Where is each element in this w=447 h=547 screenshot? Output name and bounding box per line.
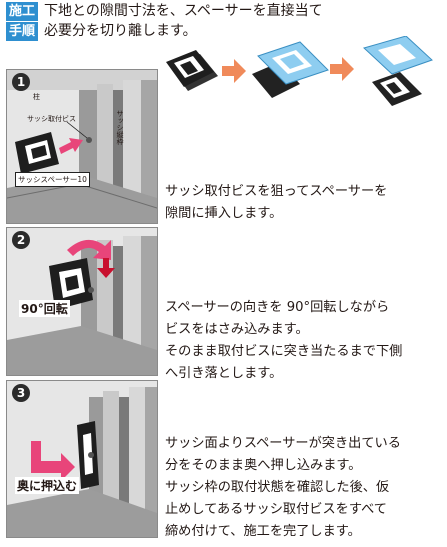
- step2-illustration: 2 90°回転: [6, 227, 158, 376]
- label-spacer: サッシスペーサー10: [15, 172, 90, 187]
- step2-desc-line4: へ引き落とします。: [165, 366, 283, 381]
- step3-desc-line2: 分をそのまま奥へ押し込みます。: [165, 458, 362, 473]
- step3-desc-line4: 止めしてあるサッシ取付ビスをすべて: [165, 502, 387, 517]
- procedure-tag-line2: 手順: [6, 22, 38, 41]
- step2-desc-line1: スペーサーの向きを 90°回転しながら: [165, 300, 390, 315]
- rotate-arrow-icon: [67, 239, 111, 260]
- step-arrow-icon-2: [330, 57, 354, 81]
- spacer-separated-icon: [363, 36, 433, 106]
- insert-arrow-icon: [59, 138, 83, 154]
- step2-desc-line3: そのまま取付ビスに突き当たるまで下側: [165, 344, 403, 359]
- step1-desc-line2: 隙間に挿入します。: [165, 206, 283, 221]
- spacer-cutting-icon: [252, 41, 329, 98]
- step3-illustration: 3 奥に押込む: [6, 380, 158, 538]
- step3-desc-line5: 締め付けて、施工を完了します。: [165, 524, 361, 539]
- step3-number: 3: [12, 384, 30, 402]
- push-arrow-icon: [31, 441, 75, 481]
- header-text-line2: 必要分を切り離します。: [44, 23, 197, 39]
- procedure-tag-line1: 施工: [6, 2, 38, 21]
- spacer-cut-illustration: [160, 36, 445, 111]
- label-sash-frame: サッシ縦枠: [116, 110, 124, 145]
- label-push: 奥に押込む: [15, 477, 80, 494]
- step1-desc-line1: サッシ取付ビスを狙ってスペーサーを: [165, 184, 388, 199]
- step3-desc-line3: サッシ枠の取付状態を確認した後、仮: [165, 480, 390, 495]
- spacer-whole-icon: [166, 50, 218, 91]
- step2-desc-line2: ビスをはさみ込みます。: [165, 322, 309, 337]
- label-post: 柱: [33, 93, 40, 101]
- header-text-line1: 下地との隙間寸法を、スペーサーを直接当て: [44, 3, 323, 19]
- label-sash-screw: サッシ取付ビス: [27, 115, 76, 123]
- label-rotate: 90°回転: [19, 300, 70, 317]
- step-arrow-icon: [222, 59, 246, 83]
- step2-number: 2: [12, 231, 30, 249]
- down-arrow-icon: [97, 258, 115, 278]
- step1-number: 1: [12, 73, 30, 91]
- step1-illustration: 1 柱 サッシ取付ビス サッシ縦枠 サッシスペーサー10: [6, 69, 158, 224]
- step3-desc-line1: サッシ面よりスペーサーが突き出ている: [165, 436, 401, 451]
